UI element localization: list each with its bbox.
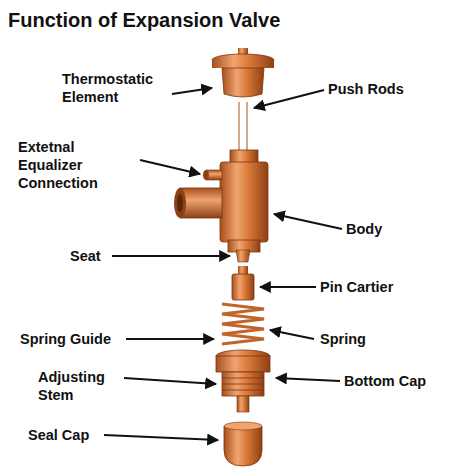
leader-arrow xyxy=(260,286,316,288)
leader-arrow xyxy=(140,160,200,174)
leader-arrow xyxy=(276,378,340,381)
part-label: Push Rods xyxy=(328,80,404,98)
leader-arrow xyxy=(124,378,216,384)
leader-arrow xyxy=(126,338,214,340)
bottom-cap xyxy=(216,350,270,396)
part-label: Bottom Cap xyxy=(344,372,426,390)
leader-arrow xyxy=(274,214,342,229)
leader-arrows xyxy=(104,88,342,440)
part-label: Pin Cartier xyxy=(320,278,393,296)
leader-arrow xyxy=(270,330,314,339)
part-label: Seal Cap xyxy=(28,426,89,444)
valve-seat xyxy=(236,250,250,262)
spring xyxy=(222,304,264,344)
valve-body xyxy=(174,150,268,252)
push-rods xyxy=(239,102,247,150)
seal-cap-rim xyxy=(224,422,262,430)
pin-carrier xyxy=(232,266,254,300)
leader-arrow xyxy=(112,255,230,257)
leader-arrow xyxy=(254,90,324,108)
leader-arrow xyxy=(172,88,212,94)
leader-arrow xyxy=(104,435,218,440)
part-label: Spring xyxy=(320,330,366,348)
part-label: Spring Guide xyxy=(20,330,111,348)
part-label: Adjusting Stem xyxy=(38,368,122,404)
part-label: Extetnal Equalizer Connection xyxy=(18,138,136,192)
thermostatic-element xyxy=(212,48,274,97)
part-label: Body xyxy=(346,220,382,238)
part-label: Seat xyxy=(70,247,101,265)
seal-cap xyxy=(224,426,262,466)
adjusting-stem xyxy=(237,396,249,412)
part-label: Thermostatic Element xyxy=(62,70,170,106)
diagram-title: Function of Expansion Valve xyxy=(8,8,280,32)
